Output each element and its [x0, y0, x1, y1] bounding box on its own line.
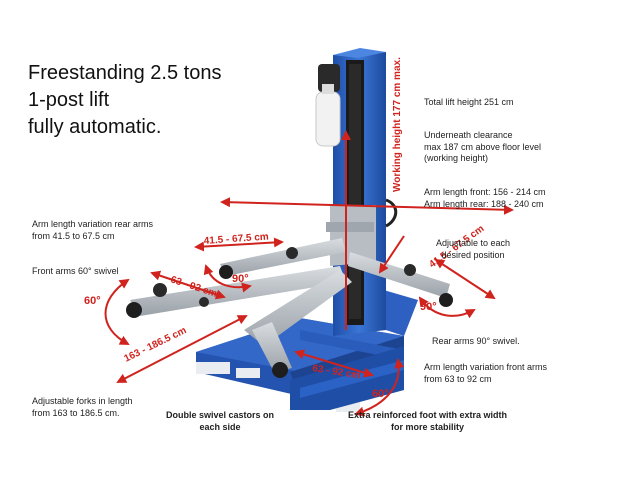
forks-length-label: 163 - 186.5 cm	[122, 325, 188, 365]
angle-front-right-label: 60°	[372, 388, 389, 400]
arm-length-arrow	[220, 197, 514, 215]
angle-rear-left-label: 90°	[232, 273, 249, 285]
note-clearance: Underneath clearance max 187 cm above fl…	[424, 130, 542, 163]
note-foot: Extra reinforced foot with extra width f…	[348, 410, 508, 432]
note-front-arm-variation: Arm length variation front arms from 63 …	[424, 362, 548, 384]
measurement-lines	[104, 130, 514, 417]
note-rear-arm-variation: Arm length variation rear arms from 41.5…	[32, 219, 154, 241]
oil-reservoir	[315, 91, 341, 147]
headline: Freestanding 2.5 tons 1-post lift fully …	[28, 60, 221, 141]
rear-left-length-label: 41.5 - 67.5 cm	[203, 231, 269, 247]
note-front-swivel: Front arms 60° swivel	[32, 266, 119, 276]
note-arm-length: Arm length front: 156 - 214 cm Arm lengt…	[424, 187, 546, 209]
castor-slot-left	[196, 362, 230, 374]
working-height-label: Working height 177 cm max.	[392, 57, 403, 192]
forks-arrow	[116, 315, 248, 383]
note-rear-swivel: Rear arms 90° swivel.	[432, 336, 520, 346]
angle-front-left-label: 60°	[84, 295, 101, 307]
headline-line-1: Freestanding 2.5 tons	[28, 62, 222, 84]
rear-arm-right	[348, 252, 450, 298]
note-total-height: Total lift height 251 cm	[424, 97, 514, 107]
angle-rear-right-label: 90°	[420, 301, 437, 313]
note-adjustable: Adjustable to each desired position	[436, 238, 511, 260]
note-castors: Double swivel castors on each side	[166, 410, 275, 432]
note-forks: Adjustable forks in length from 163 to 1…	[32, 396, 133, 418]
headline-line-2: 1-post lift	[28, 89, 110, 111]
front-arm-right	[252, 322, 292, 372]
headline-line-3: fully automatic.	[28, 116, 162, 138]
